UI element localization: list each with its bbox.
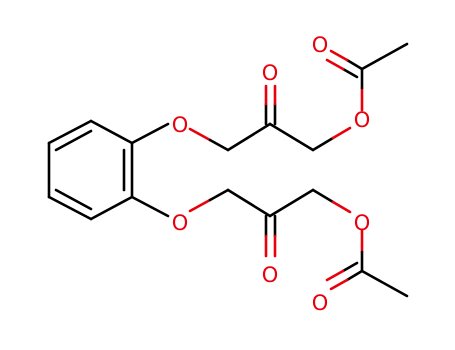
oxygen-atom-carbonyl-top: O	[262, 61, 279, 85]
oxygen-atom-ether-bottom: O	[172, 211, 189, 235]
oxygen-atom-acetyl-bottom: O	[312, 291, 329, 315]
oxygen-atom-carbonyl-bottom: O	[262, 263, 279, 287]
bottom-chain	[130, 188, 409, 298]
oxygen-atom-acetyl-top: O	[312, 33, 329, 57]
oxygen-atom-ester-top: O	[354, 108, 371, 132]
top-chain	[130, 42, 409, 152]
benzene-ring	[47, 119, 134, 221]
oxygen-atom-ether-top: O	[172, 113, 189, 137]
oxygen-atom-ester-bottom: O	[354, 211, 371, 235]
